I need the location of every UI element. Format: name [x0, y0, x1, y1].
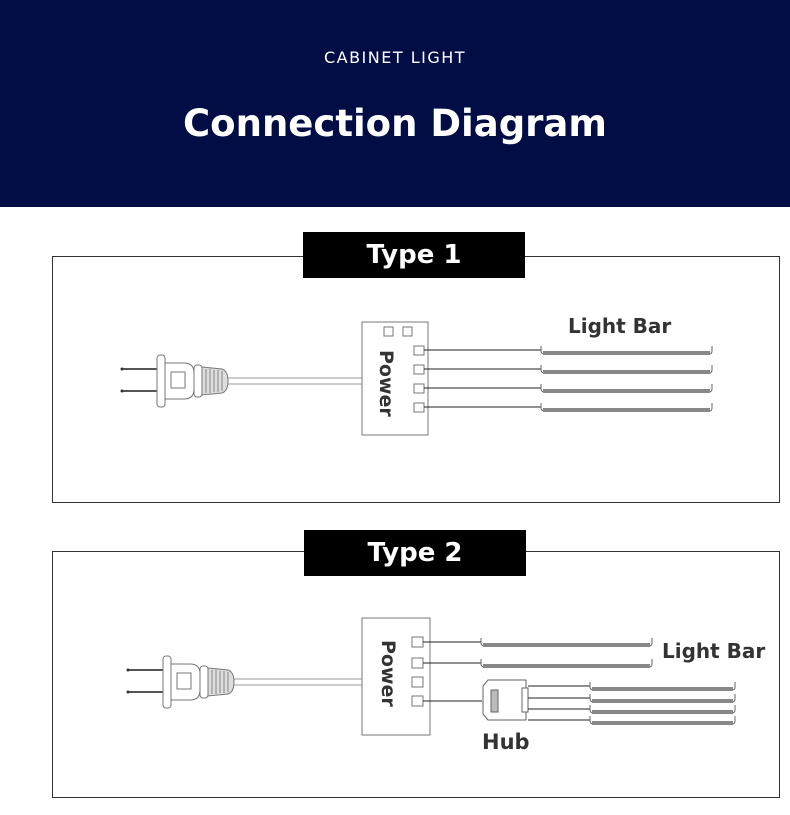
- type2-plug-icon: [125, 655, 235, 709]
- hub-icon: [482, 679, 529, 721]
- hub-wires: [528, 685, 590, 721]
- type1-light-bar-label: Light Bar: [568, 314, 671, 338]
- type1-plug-icon: [119, 354, 229, 408]
- type1-cord: [228, 377, 362, 385]
- page-title: Connection Diagram: [183, 102, 607, 145]
- type1-label: Type 1: [303, 232, 525, 278]
- type2-light-bar-label: Light Bar: [662, 639, 765, 663]
- type1-light-bars: [540, 345, 713, 413]
- type1-power-label: Power: [375, 350, 397, 417]
- type2-cord: [234, 678, 362, 686]
- type1-power-box: Power: [361, 321, 429, 436]
- type2-label: Type 2: [304, 530, 526, 576]
- header-subtitle: CABINET LIGHT: [323, 48, 467, 67]
- type2-power-label: Power: [377, 640, 399, 707]
- type2-power-box: Power: [361, 617, 431, 736]
- hub-label: Hub: [482, 730, 530, 754]
- type2-light-bars: [480, 637, 653, 669]
- hub-light-bars: [589, 681, 736, 726]
- type2-wires: [423, 641, 482, 702]
- header-banner: CABINET LIGHT Connection Diagram: [0, 0, 790, 207]
- type1-wires: [424, 349, 542, 408]
